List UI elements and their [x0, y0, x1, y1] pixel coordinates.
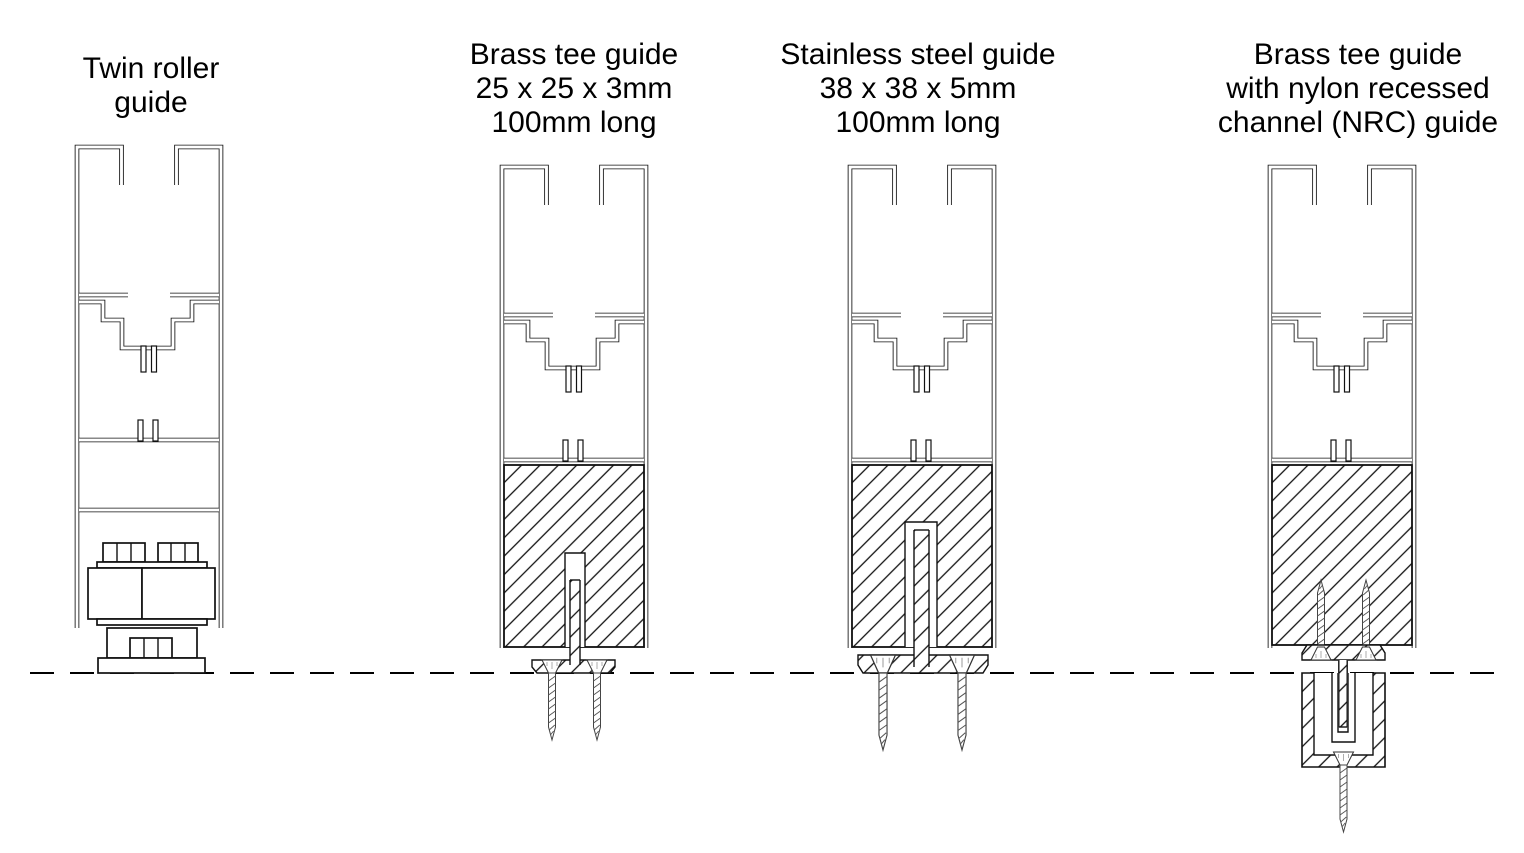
title-line: channel (NRC) guide — [1217, 106, 1499, 139]
floor-screw — [593, 672, 601, 741]
upward-fixing-screw — [1317, 579, 1325, 648]
twin-roller-assembly — [87, 542, 216, 674]
brass-tee-nrc-guide-drawing — [1270, 167, 1414, 833]
title-line: 25 x 25 x 3mm — [475, 72, 673, 105]
floor-base-plate — [97, 657, 206, 674]
twin-roller-guide-drawing — [77, 147, 221, 674]
floor-screw — [878, 672, 888, 751]
title-line: Stainless steel guide — [780, 38, 1056, 71]
figure-title-stainless-steel: Stainless steel guide 38 x 38 x 5mm 100m… — [780, 38, 1055, 140]
floor-screw — [957, 672, 967, 751]
title-line: 100mm long — [491, 106, 657, 139]
tee-blade — [1338, 660, 1348, 728]
title-line: 38 x 38 x 5mm — [819, 72, 1017, 105]
stainless-steel-guide-drawing — [850, 167, 994, 751]
tee-blade — [569, 579, 581, 665]
title-line: guide — [114, 86, 188, 119]
title-line: with nylon recessed — [1226, 72, 1490, 105]
door-profile — [77, 147, 221, 628]
floor-screw — [1339, 764, 1348, 833]
title-line: 100mm long — [835, 106, 1001, 139]
upward-fixing-screw — [1362, 579, 1370, 648]
floor-screw — [548, 672, 556, 741]
brass-tee-guide-drawing — [502, 167, 646, 741]
tee-blade — [913, 529, 930, 667]
title-line: Brass tee guide — [1253, 38, 1463, 71]
title-line: Twin roller — [82, 52, 220, 85]
figure-title-brass-tee-nrc: Brass tee guide with nylon recessed chan… — [1218, 38, 1498, 140]
figure-title-twin-roller: Twin roller guide — [83, 52, 220, 120]
title-line: Brass tee guide — [469, 38, 679, 71]
figure-title-brass-tee: Brass tee guide 25 x 25 x 3mm 100mm long — [470, 38, 678, 140]
timber-infill-block — [1271, 464, 1413, 646]
